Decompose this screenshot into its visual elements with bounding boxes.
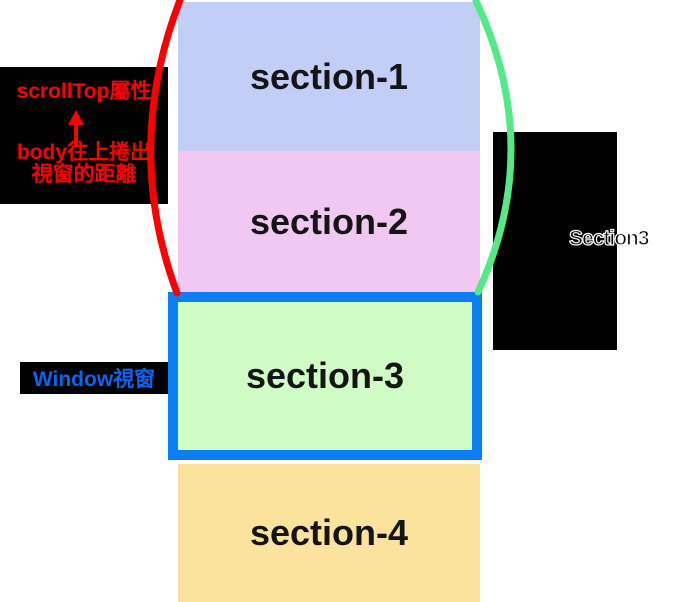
scrolltop-note-box: scrollTop屬性 body往上捲出 視窗的距離: [0, 67, 168, 204]
scrolltop-property-label: scrollTop屬性: [16, 80, 152, 103]
right-note-box: Section3: [493, 132, 650, 350]
section-3-label: section-3: [245, 355, 405, 396]
scroll-distance-label: body往上捲出 視窗的距離: [0, 142, 168, 186]
right-note-label: Section3: [568, 226, 650, 250]
window-viewport-label: Window視窗: [20, 362, 168, 394]
scroll-distance-line1: body往上捲出: [16, 141, 152, 164]
section-4-box: section-4: [178, 464, 480, 602]
window-viewport-label-text: Window視窗: [32, 368, 156, 391]
section-2-box: section-2: [178, 151, 480, 292]
section-1-box: section-1: [178, 2, 480, 151]
scroll-distance-line2: 視窗的距離: [31, 163, 137, 186]
window-viewport-box: section-3: [168, 292, 482, 460]
